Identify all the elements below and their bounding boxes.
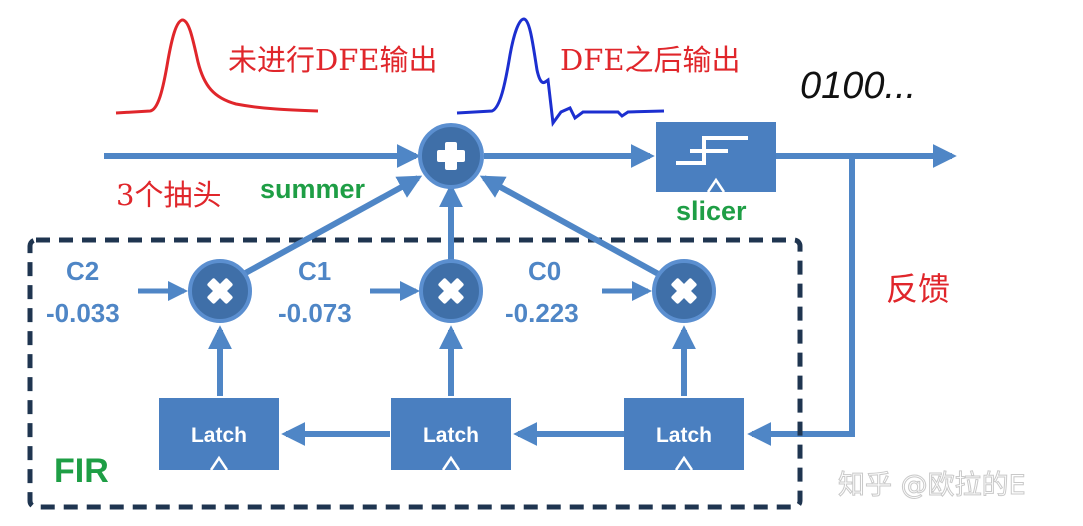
feedback-label: 反馈	[886, 270, 950, 308]
pulse-after-dfe	[456, 17, 665, 127]
times-icon	[438, 278, 464, 304]
after-dfe-label: DFE之后输出	[560, 43, 741, 77]
slicer-block	[656, 122, 776, 193]
step-function-icon	[676, 136, 748, 165]
summer-label: summer	[260, 174, 366, 204]
taps-label: 3个抽头	[116, 178, 221, 212]
latch-label: Latch	[191, 424, 247, 447]
clock-triangle-icon	[706, 177, 726, 193]
times-icon	[671, 278, 697, 304]
tap2-to-summer	[238, 175, 423, 279]
latch-block-1: Latch	[159, 398, 279, 471]
clock-triangle-icon	[441, 455, 461, 471]
slicer-label: slicer	[676, 196, 747, 226]
before-dfe-label: 未进行DFE输出	[228, 43, 438, 77]
latch-block-3: Latch	[624, 398, 744, 471]
tap-c0-name: C0	[528, 256, 561, 286]
tap-c1-value: -0.073	[278, 298, 352, 328]
feedback-line	[747, 156, 855, 446]
pulse-before-dfe	[115, 18, 319, 115]
plus-icon	[437, 142, 465, 170]
tap-c1-name: C1	[298, 256, 331, 286]
clock-triangle-icon	[674, 455, 694, 471]
summer-node	[418, 123, 484, 189]
watermark: 知乎 @欧拉的E	[838, 470, 1026, 501]
fir-label: FIR	[54, 452, 109, 490]
fir-box	[27, 237, 803, 510]
tap-c2-name: C2	[66, 256, 99, 286]
tap-c2-value: -0.033	[46, 298, 120, 328]
times-icon	[207, 278, 233, 304]
latch-label: Latch	[656, 424, 712, 447]
tap-c0-value: -0.223	[505, 298, 579, 328]
output-bits: 0100...	[800, 65, 916, 107]
tap0-to-summer	[479, 175, 664, 279]
latch-block-2: Latch	[391, 398, 511, 471]
multiplier-c1	[419, 259, 483, 323]
multiplier-c0	[652, 259, 716, 323]
latch-label: Latch	[423, 424, 479, 447]
clock-triangle-icon	[209, 455, 229, 471]
multiplier-c2	[188, 259, 252, 323]
